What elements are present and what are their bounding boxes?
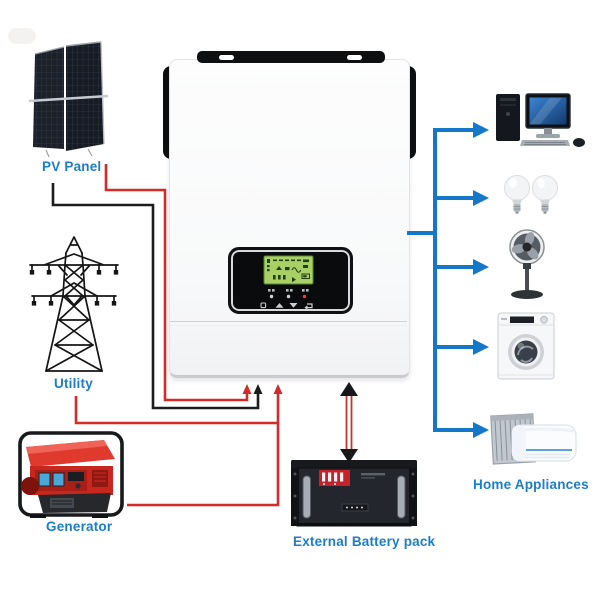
- desktop-computer-icon: [496, 93, 585, 147]
- status-indicators: [268, 289, 309, 299]
- home-appliances-label: Home Appliances: [473, 477, 589, 492]
- control-buttons: [260, 302, 313, 310]
- ac-output-arrowheads: [473, 122, 489, 438]
- pv-negative-arrowhead: [253, 384, 263, 394]
- pv-positive-arrowhead: [242, 384, 252, 394]
- pedestal-fan-icon: [509, 229, 545, 299]
- light-bulb: [504, 175, 530, 214]
- generator-icon: [18, 431, 124, 518]
- utility-label: Utility: [54, 376, 93, 391]
- ac-output-distribution: [407, 128, 474, 432]
- battery-bidirectional-arrow: [340, 382, 358, 463]
- watermark-smudge: [8, 28, 36, 44]
- lcd-screen: [263, 255, 314, 285]
- generator-wire: [127, 393, 280, 507]
- solar-panel-icon: [28, 41, 109, 158]
- inverter-mount-bracket: [197, 51, 385, 63]
- washing-machine-icon: [497, 312, 555, 380]
- air-conditioner-icon: [490, 413, 577, 465]
- utility-wire: [74, 396, 278, 425]
- ac-indoor-unit: [511, 424, 577, 462]
- battery-breaker: [319, 470, 350, 486]
- inverter-display-panel: [228, 247, 353, 314]
- external-battery-label: External Battery pack: [293, 534, 436, 549]
- light-bulb: [532, 175, 558, 214]
- transmission-tower-icon: [29, 236, 119, 372]
- bracket-slot: [219, 54, 234, 60]
- inverter-seam: [170, 325, 407, 326]
- inverter-body: [169, 59, 410, 378]
- pv-panel-label: PV Panel: [42, 159, 102, 174]
- rack-battery-icon: [291, 460, 417, 527]
- battery-connector: [341, 503, 369, 512]
- generator-label: Generator: [46, 519, 113, 534]
- inverter-display-content: [260, 255, 314, 310]
- inverter-seam: [170, 321, 407, 322]
- ac-input-arrowhead: [273, 384, 283, 394]
- bracket-slot: [347, 54, 362, 60]
- light-bulbs-icon: [504, 175, 558, 214]
